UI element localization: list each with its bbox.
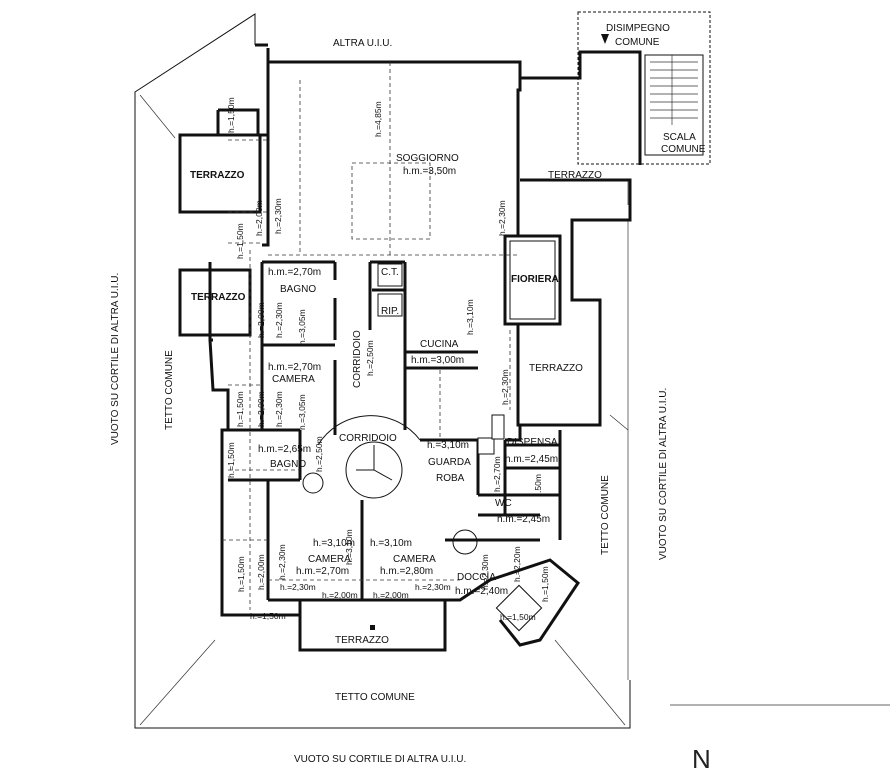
roof-context-lines	[134, 13, 631, 729]
bagno-2-label: BAGNO	[270, 459, 306, 470]
dispensa-hm: h.m.=2,45m	[505, 454, 558, 465]
terrazzo-s-label: TERRAZZO	[335, 635, 389, 646]
entry-arrow-icon	[601, 34, 609, 44]
soggiorno-h: h.=4,85m	[373, 101, 383, 137]
cucina-hm: h.m.=3,00m	[411, 355, 464, 366]
fioriera: FIORIERA	[503, 234, 562, 326]
corridoio-v-h: h.=2,50m	[365, 340, 375, 376]
vuoto-e-label: VUOTO SU CORTILE DI ALTRA U.I.U.	[658, 388, 669, 560]
fioriera-label: FIORIERA	[511, 274, 559, 285]
tetto-comune-s-label: TETTO COMUNE	[335, 692, 415, 703]
tetto-comune-w-label: TETTO COMUNE	[164, 350, 175, 430]
comune-top-label: COMUNE	[615, 37, 660, 48]
height-310-v: h.=3,10m	[344, 529, 354, 565]
guarda-label: GUARDA	[428, 457, 471, 468]
height-230-f: h.=2,30m	[277, 544, 287, 580]
terrazzo-nw-label: TERRAZZO	[190, 170, 245, 181]
dashed-lines	[222, 62, 518, 610]
doccia-hm: h.m.=2,40m	[455, 586, 508, 597]
terrazzo-w: TERRAZZO	[178, 268, 252, 337]
height-nw-150: h.=1,50m	[226, 97, 236, 133]
north-arrow: N	[670, 704, 890, 768]
height-150-e: h.=1,50m	[236, 556, 246, 592]
guardaroba-h: h.=3,10m	[427, 440, 469, 451]
stair-block	[577, 11, 711, 165]
height-305-b: h.=3,05m	[297, 394, 307, 430]
height-230-h: h.=2,30m	[415, 582, 451, 592]
height-230-c: h.=2,30m	[274, 302, 284, 338]
camera-2-h: h.=3,10m	[313, 538, 355, 549]
vuoto-w-label: VUOTO SU CORTILE DI ALTRA U.I.U.	[110, 273, 121, 445]
height-200-d: h.=2,00m	[256, 391, 266, 427]
rip-label: RIP.	[381, 306, 399, 317]
spiral-stair-icon	[317, 415, 421, 499]
room-labels: ALTRA U.I.U. DISIMPEGNO COMUNE SCALA COM…	[110, 23, 706, 765]
bagno-2-hm: h.m.=2,65m	[258, 444, 311, 455]
cucina-h: h.=3,10m	[465, 299, 475, 335]
interior-walls	[228, 260, 562, 602]
comune-scala-label: COMUNE	[661, 144, 706, 155]
camera-3-h: h.=3,10m	[370, 538, 412, 549]
height-200-f: h.=2,00m	[322, 590, 358, 600]
height-200-a: h.=2,00m	[254, 200, 264, 236]
camera-3-label: CAMERA	[393, 554, 436, 565]
terrazzo-nw: TERRAZZO	[178, 133, 262, 214]
dispensa-label: DISPENSA	[507, 437, 558, 448]
camera-1-hm: h.m.=2,70m	[268, 362, 321, 373]
wc-label: WC	[495, 498, 512, 509]
ct-label: C.T.	[381, 267, 399, 278]
corridoio-c-label: CORRIDOIO	[339, 433, 397, 444]
height-50: .50m	[533, 474, 543, 493]
height-230-g: h.=2,30m	[280, 582, 316, 592]
terrazzo-w-label: TERRAZZO	[191, 292, 246, 303]
height-230-i: h.=2,30m	[480, 554, 490, 590]
terrazzo-e-label: TERRAZZO	[529, 363, 583, 374]
toilet-icon	[302, 472, 324, 494]
vuoto-s-label: VUOTO SU CORTILE DI ALTRA U.I.U.	[294, 754, 466, 765]
height-150-b: h.=1,50m	[235, 223, 245, 259]
height-150-c: h.=1,50m	[235, 391, 245, 427]
roba-label: ROBA	[436, 473, 465, 484]
height-200-g: h.=2,00m	[373, 590, 409, 600]
height-270: h.=2,70m	[492, 456, 502, 492]
height-230-e: h.=2,30m	[500, 369, 510, 405]
height-250: h.=2,50m	[314, 436, 324, 472]
exterior-walls	[208, 43, 642, 652]
cucina-label: CUCINA	[420, 339, 459, 350]
scala-label: SCALA	[663, 132, 696, 143]
shower-icon	[452, 529, 478, 555]
wc-hm: h.m.=2,45m	[497, 514, 550, 525]
height-annotations: h.=1,50m h.=2,00m h.=2,30m h.=1,50m h.=2…	[226, 97, 550, 622]
height-200-e: h.=2,00m	[256, 554, 266, 590]
north-label: N	[692, 744, 711, 768]
soggiorno-hm: h.m.=3,50m	[403, 166, 456, 177]
height-220: h.=2,20m	[512, 546, 522, 582]
altra-uiu-label: ALTRA U.I.U.	[333, 38, 392, 49]
terrazzo-ne-label: TERRAZZO	[548, 170, 602, 181]
corridoio-v-label: CORRIDOIO	[352, 330, 363, 388]
fixtures	[302, 263, 543, 632]
height-150-d: h.=1,50m	[226, 442, 236, 478]
height-305-a: h.=3,05m	[297, 309, 307, 345]
tetto-comune-e-label: TETTO COMUNE	[600, 475, 611, 555]
height-230-b: h.=2,30m	[497, 200, 507, 236]
height-150-f: h.=1,50m	[250, 611, 286, 621]
camera-3-hm: h.m.=2,80m	[380, 566, 433, 577]
camera-2-hm: h.m.=2,70m	[296, 566, 349, 577]
bagno-1-hm: h.m.=2,70m	[268, 267, 321, 278]
disimpegno-label: DISIMPEGNO	[606, 23, 670, 34]
height-230-d: h.=2,30m	[274, 391, 284, 427]
height-200-c: h.=2,00m	[256, 302, 266, 338]
camera-2-label: CAMERA	[308, 554, 351, 565]
doccia-label: DOCCIA	[457, 572, 496, 583]
height-230-a: h.=2,30m	[273, 198, 283, 234]
height-150-g: h.=1,50m	[540, 566, 550, 602]
height-150-h: h.=1,50m	[500, 612, 536, 622]
bagno-1-label: BAGNO	[280, 284, 316, 295]
camera-1-label: CAMERA	[272, 374, 315, 385]
soggiorno-label: SOGGIORNO	[396, 153, 459, 164]
